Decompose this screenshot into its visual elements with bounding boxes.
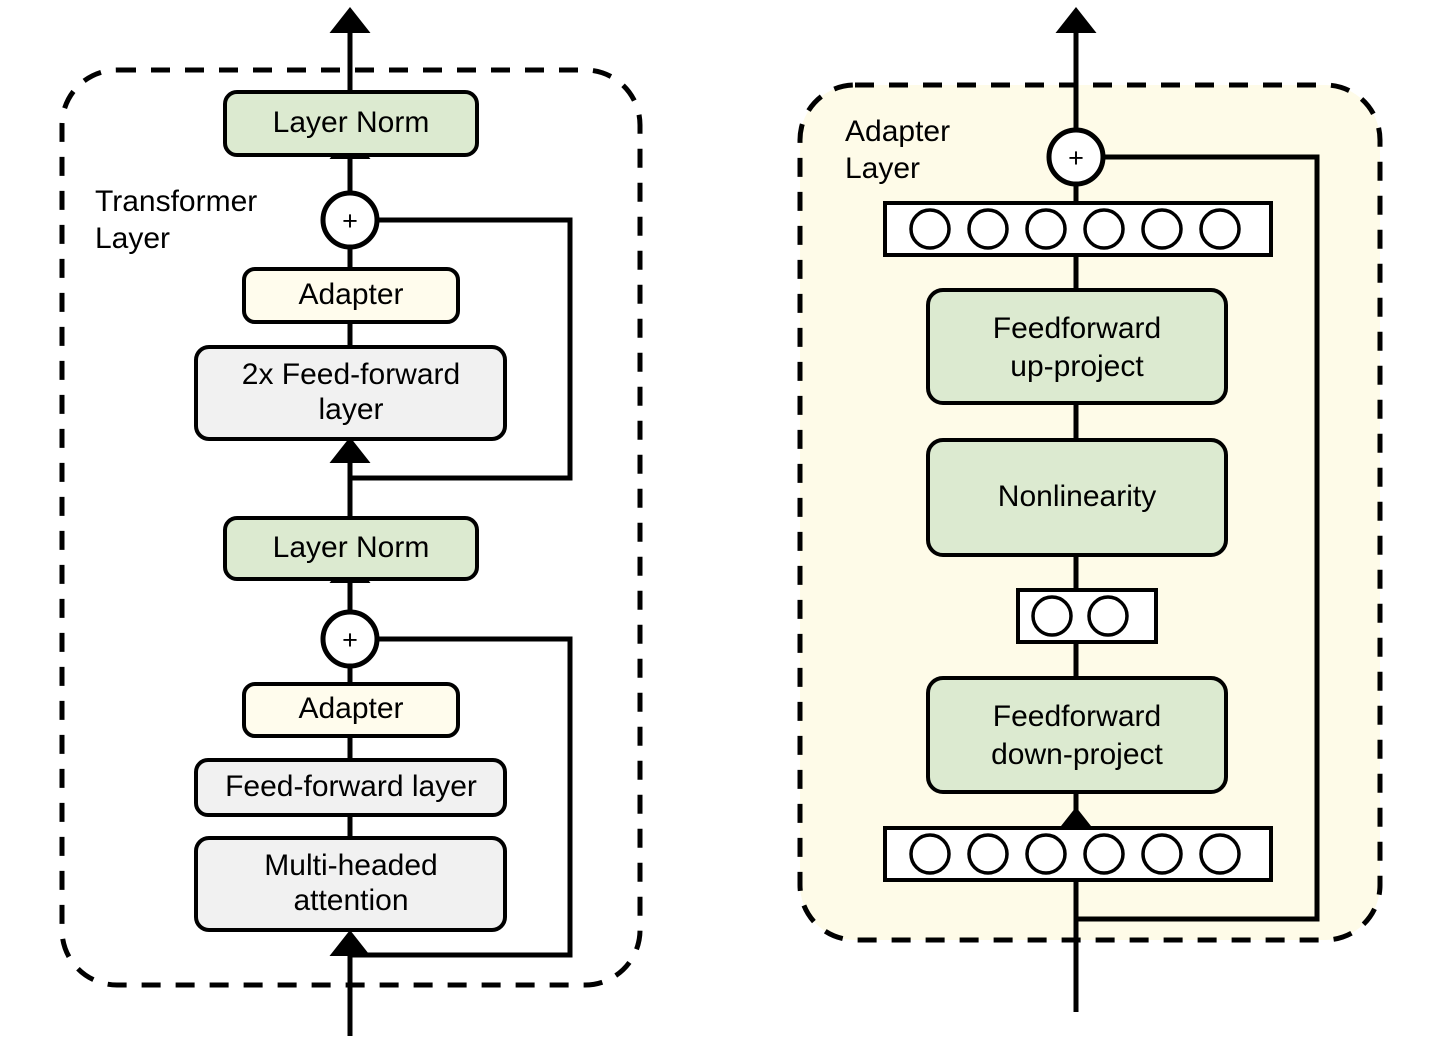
node-layer-norm-top-label: Layer Norm	[273, 106, 430, 139]
node-adapter-bottom-rect[interactable]	[242, 682, 460, 738]
node-multi-headed-attention[interactable]: Multi-headed attention	[194, 836, 507, 932]
left-nodes: Layer Norm Adapter 2x Feed-forward layer…	[194, 90, 507, 932]
node-feed-forward-layer-rect[interactable]	[194, 758, 507, 817]
node-adapter-bottom-label: Adapter	[298, 692, 403, 725]
node-feedforward-down-project[interactable]: Feedforward down-project	[926, 676, 1228, 794]
neuron-circle	[1199, 208, 1241, 250]
node-adapter-top-label: Adapter	[298, 278, 403, 311]
neuron-circle	[1141, 208, 1183, 250]
node-feedforward-up-project-label-line2: up-project	[1010, 350, 1144, 383]
node-feedforward-up-project[interactable]: Feedforward up-project	[926, 288, 1228, 405]
node-layer-norm-bottom-label: Layer Norm	[273, 531, 430, 564]
left-flow-connections	[329, 7, 573, 1036]
node-layer-norm-top[interactable]: Layer Norm	[223, 90, 479, 157]
neuron-circle	[1141, 833, 1183, 875]
neuron-circle	[909, 208, 951, 250]
neuron-row-bottleneck[interactable]	[1016, 588, 1158, 644]
adder-adapter-plus-icon: +	[1068, 143, 1084, 173]
node-adapter-bottom[interactable]: Adapter	[242, 682, 460, 738]
node-feed-forward-2x-rect[interactable]	[194, 345, 507, 441]
neuron-row-top-rect[interactable]	[883, 201, 1273, 257]
right-flow-connections	[1055, 7, 1320, 1012]
node-nonlinearity-rect[interactable]	[926, 438, 1228, 557]
residual-skip-adapter	[1076, 154, 1320, 922]
node-nonlinearity[interactable]: Nonlinearity	[926, 438, 1228, 557]
neuron-circle	[1199, 833, 1241, 875]
node-feed-forward-2x-label-line2: layer	[318, 393, 383, 426]
neuron-circle	[1087, 595, 1129, 637]
neuron-circle	[1025, 833, 1067, 875]
transformer-layer-title-line2: Layer	[95, 222, 170, 255]
neuron-circle	[909, 833, 951, 875]
neuron-row-bottom[interactable]	[883, 826, 1273, 882]
neuron-circle	[1025, 208, 1067, 250]
node-feedforward-down-project-rect[interactable]	[926, 676, 1228, 794]
neuron-circle	[1031, 595, 1073, 637]
adder-bottom-circle[interactable]	[320, 609, 380, 669]
node-feedforward-up-project-label-line1: Feedforward	[993, 312, 1161, 345]
node-nonlinearity-label: Nonlinearity	[998, 480, 1156, 513]
node-feed-forward-layer[interactable]: Feed-forward layer	[194, 758, 507, 817]
node-feedforward-down-project-label-line1: Feedforward	[993, 700, 1161, 733]
right-nodes: Feedforward up-project Nonlinearity Feed…	[883, 127, 1273, 882]
adder-bottom-plus-icon: +	[342, 625, 358, 655]
node-multi-headed-attention-rect[interactable]	[194, 836, 507, 932]
transformer-layer-title-line1: Transformer	[95, 185, 257, 218]
node-feed-forward-2x-label-line1: 2x Feed-forward	[242, 358, 460, 391]
adder-top-circle[interactable]	[320, 190, 380, 250]
node-feedforward-up-project-rect[interactable]	[926, 288, 1228, 405]
residual-skip-attention	[350, 636, 573, 958]
node-adapter-top[interactable]: Adapter	[242, 267, 460, 324]
node-feed-forward-layer-label: Feed-forward layer	[225, 770, 477, 803]
residual-skip-feedforward	[350, 217, 573, 481]
node-feed-forward-2x[interactable]: 2x Feed-forward layer	[194, 345, 507, 441]
adapter-layer-dashed-border	[797, 82, 1383, 943]
node-layer-norm-top-rect[interactable]	[223, 90, 479, 157]
adder-top-plus-icon: +	[342, 206, 358, 236]
node-feedforward-down-project-label-line2: down-project	[991, 738, 1163, 771]
adder-adapter-circle[interactable]	[1046, 127, 1106, 187]
adder-adapter[interactable]: +	[1046, 127, 1106, 187]
neuron-row-top[interactable]	[883, 201, 1273, 257]
node-layer-norm-bottom[interactable]: Layer Norm	[223, 516, 479, 581]
neuron-row-bottleneck-rect[interactable]	[1016, 588, 1158, 644]
adder-bottom[interactable]: +	[320, 609, 380, 669]
node-adapter-top-rect[interactable]	[242, 267, 460, 324]
neuron-circle	[1083, 833, 1125, 875]
node-multi-headed-attention-label-line1: Multi-headed	[264, 849, 437, 882]
node-layer-norm-bottom-rect[interactable]	[223, 516, 479, 581]
node-multi-headed-attention-label-line2: attention	[293, 884, 408, 917]
neuron-circle	[1083, 208, 1125, 250]
adder-top[interactable]: +	[320, 190, 380, 250]
adapter-layer-title-line2: Layer	[845, 152, 920, 185]
neuron-circle	[967, 208, 1009, 250]
adapter-layer-title-line1: Adapter	[845, 115, 950, 148]
neuron-circle	[967, 833, 1009, 875]
